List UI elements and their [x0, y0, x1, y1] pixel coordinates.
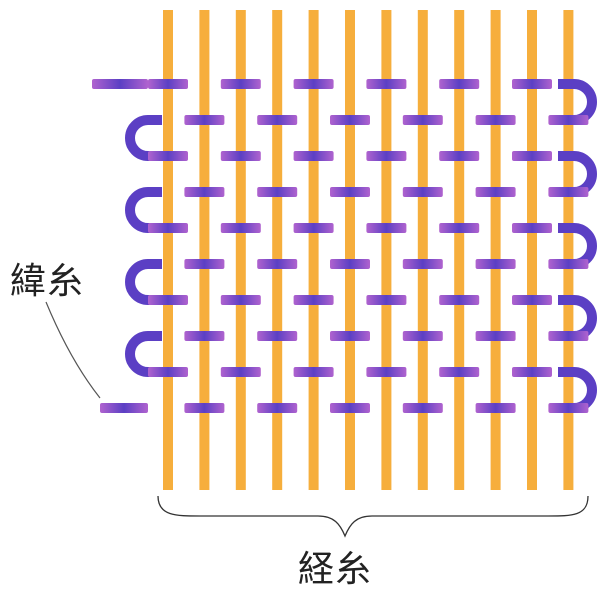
warp-thread: [235, 10, 246, 490]
weft-segment: [184, 115, 225, 125]
weft-turn: [558, 151, 597, 197]
weft-segment: [220, 295, 261, 305]
weft-segment: [512, 79, 552, 89]
weft-segment: [293, 79, 334, 89]
weft-turn: [125, 187, 162, 233]
weft-segment: [366, 223, 407, 233]
weft-segment: [148, 79, 188, 89]
weft-segment: [512, 151, 552, 161]
weft-segment: [257, 331, 298, 341]
weft-segment: [439, 295, 480, 305]
weft-segment: [366, 79, 407, 89]
weft-segment: [257, 187, 298, 197]
weft-segment: [184, 331, 225, 341]
weft-segment: [148, 223, 188, 233]
weft-finish-end: [100, 403, 148, 413]
weft-segment: [293, 367, 334, 377]
weft-segment: [512, 367, 552, 377]
weft-segment: [220, 151, 261, 161]
weft-segment: [220, 367, 261, 377]
weft-segment: [293, 151, 334, 161]
weft-segment: [330, 115, 370, 125]
weft-segment: [257, 115, 298, 125]
weft-segment: [402, 259, 443, 269]
weft-turn: [125, 259, 162, 305]
warp-thread: [563, 10, 574, 490]
warp-thread: [490, 10, 501, 490]
weft-segment: [512, 223, 552, 233]
weft-segment: [148, 151, 188, 161]
warp-thread: [381, 10, 392, 490]
weft-segment: [439, 223, 480, 233]
weft-segment: [184, 403, 225, 413]
warp-thread: [417, 10, 428, 490]
weft-segment: [184, 259, 225, 269]
weft-turn: [125, 331, 162, 377]
weft-turn: [558, 367, 597, 413]
weft-segment: [475, 115, 516, 125]
weft-threads: [125, 79, 597, 413]
weft-segment: [148, 367, 188, 377]
weft-segment: [475, 187, 516, 197]
weft-segment: [402, 331, 443, 341]
warp-thread: [163, 10, 173, 490]
weft-segment: [402, 187, 443, 197]
weft-segment: [366, 151, 407, 161]
weft-segment: [184, 187, 225, 197]
weft-segment: [475, 403, 516, 413]
warp-thread: [199, 10, 210, 490]
weft-turn: [558, 79, 597, 125]
weft-segment: [439, 79, 480, 89]
weft-segment: [512, 295, 552, 305]
weft-turn: [558, 295, 597, 341]
weft-segment: [257, 403, 298, 413]
weft-segment: [475, 259, 516, 269]
weft-segment: [402, 403, 443, 413]
weft-start-end: [92, 79, 148, 89]
warp-thread: [527, 10, 537, 490]
weft-segment: [366, 295, 407, 305]
weft-over-segments: [92, 79, 589, 413]
warp-threads: [163, 10, 574, 490]
weft-segment: [148, 295, 188, 305]
weft-leader-line: [45, 301, 101, 399]
weft-segment: [220, 223, 261, 233]
weft-segment: [330, 259, 370, 269]
weft-segment: [439, 367, 480, 377]
warp-thread: [308, 10, 319, 490]
warp-brace: [157, 495, 589, 538]
warp-thread: [272, 10, 283, 490]
warp-label: 経糸: [298, 549, 373, 590]
weft-segment: [330, 187, 370, 197]
weft-segment: [548, 115, 589, 125]
weft-segment: [293, 295, 334, 305]
weft-label: 緯糸: [10, 261, 85, 302]
weft-turn: [125, 115, 162, 161]
weft-segment: [402, 115, 443, 125]
weft-segment: [330, 403, 370, 413]
weft-turn: [558, 223, 597, 269]
weft-segment: [330, 331, 370, 341]
weft-segment: [548, 331, 589, 341]
warp-thread: [454, 10, 465, 490]
weft-segment: [548, 403, 589, 413]
weft-segment: [439, 151, 480, 161]
warp-thread: [345, 10, 355, 490]
weft-segment: [257, 259, 298, 269]
weft-segment: [548, 187, 589, 197]
weft-segment: [548, 259, 589, 269]
weft-segment: [366, 367, 407, 377]
weft-segment: [220, 79, 261, 89]
weft-segment: [293, 223, 334, 233]
weft-segment: [475, 331, 516, 341]
